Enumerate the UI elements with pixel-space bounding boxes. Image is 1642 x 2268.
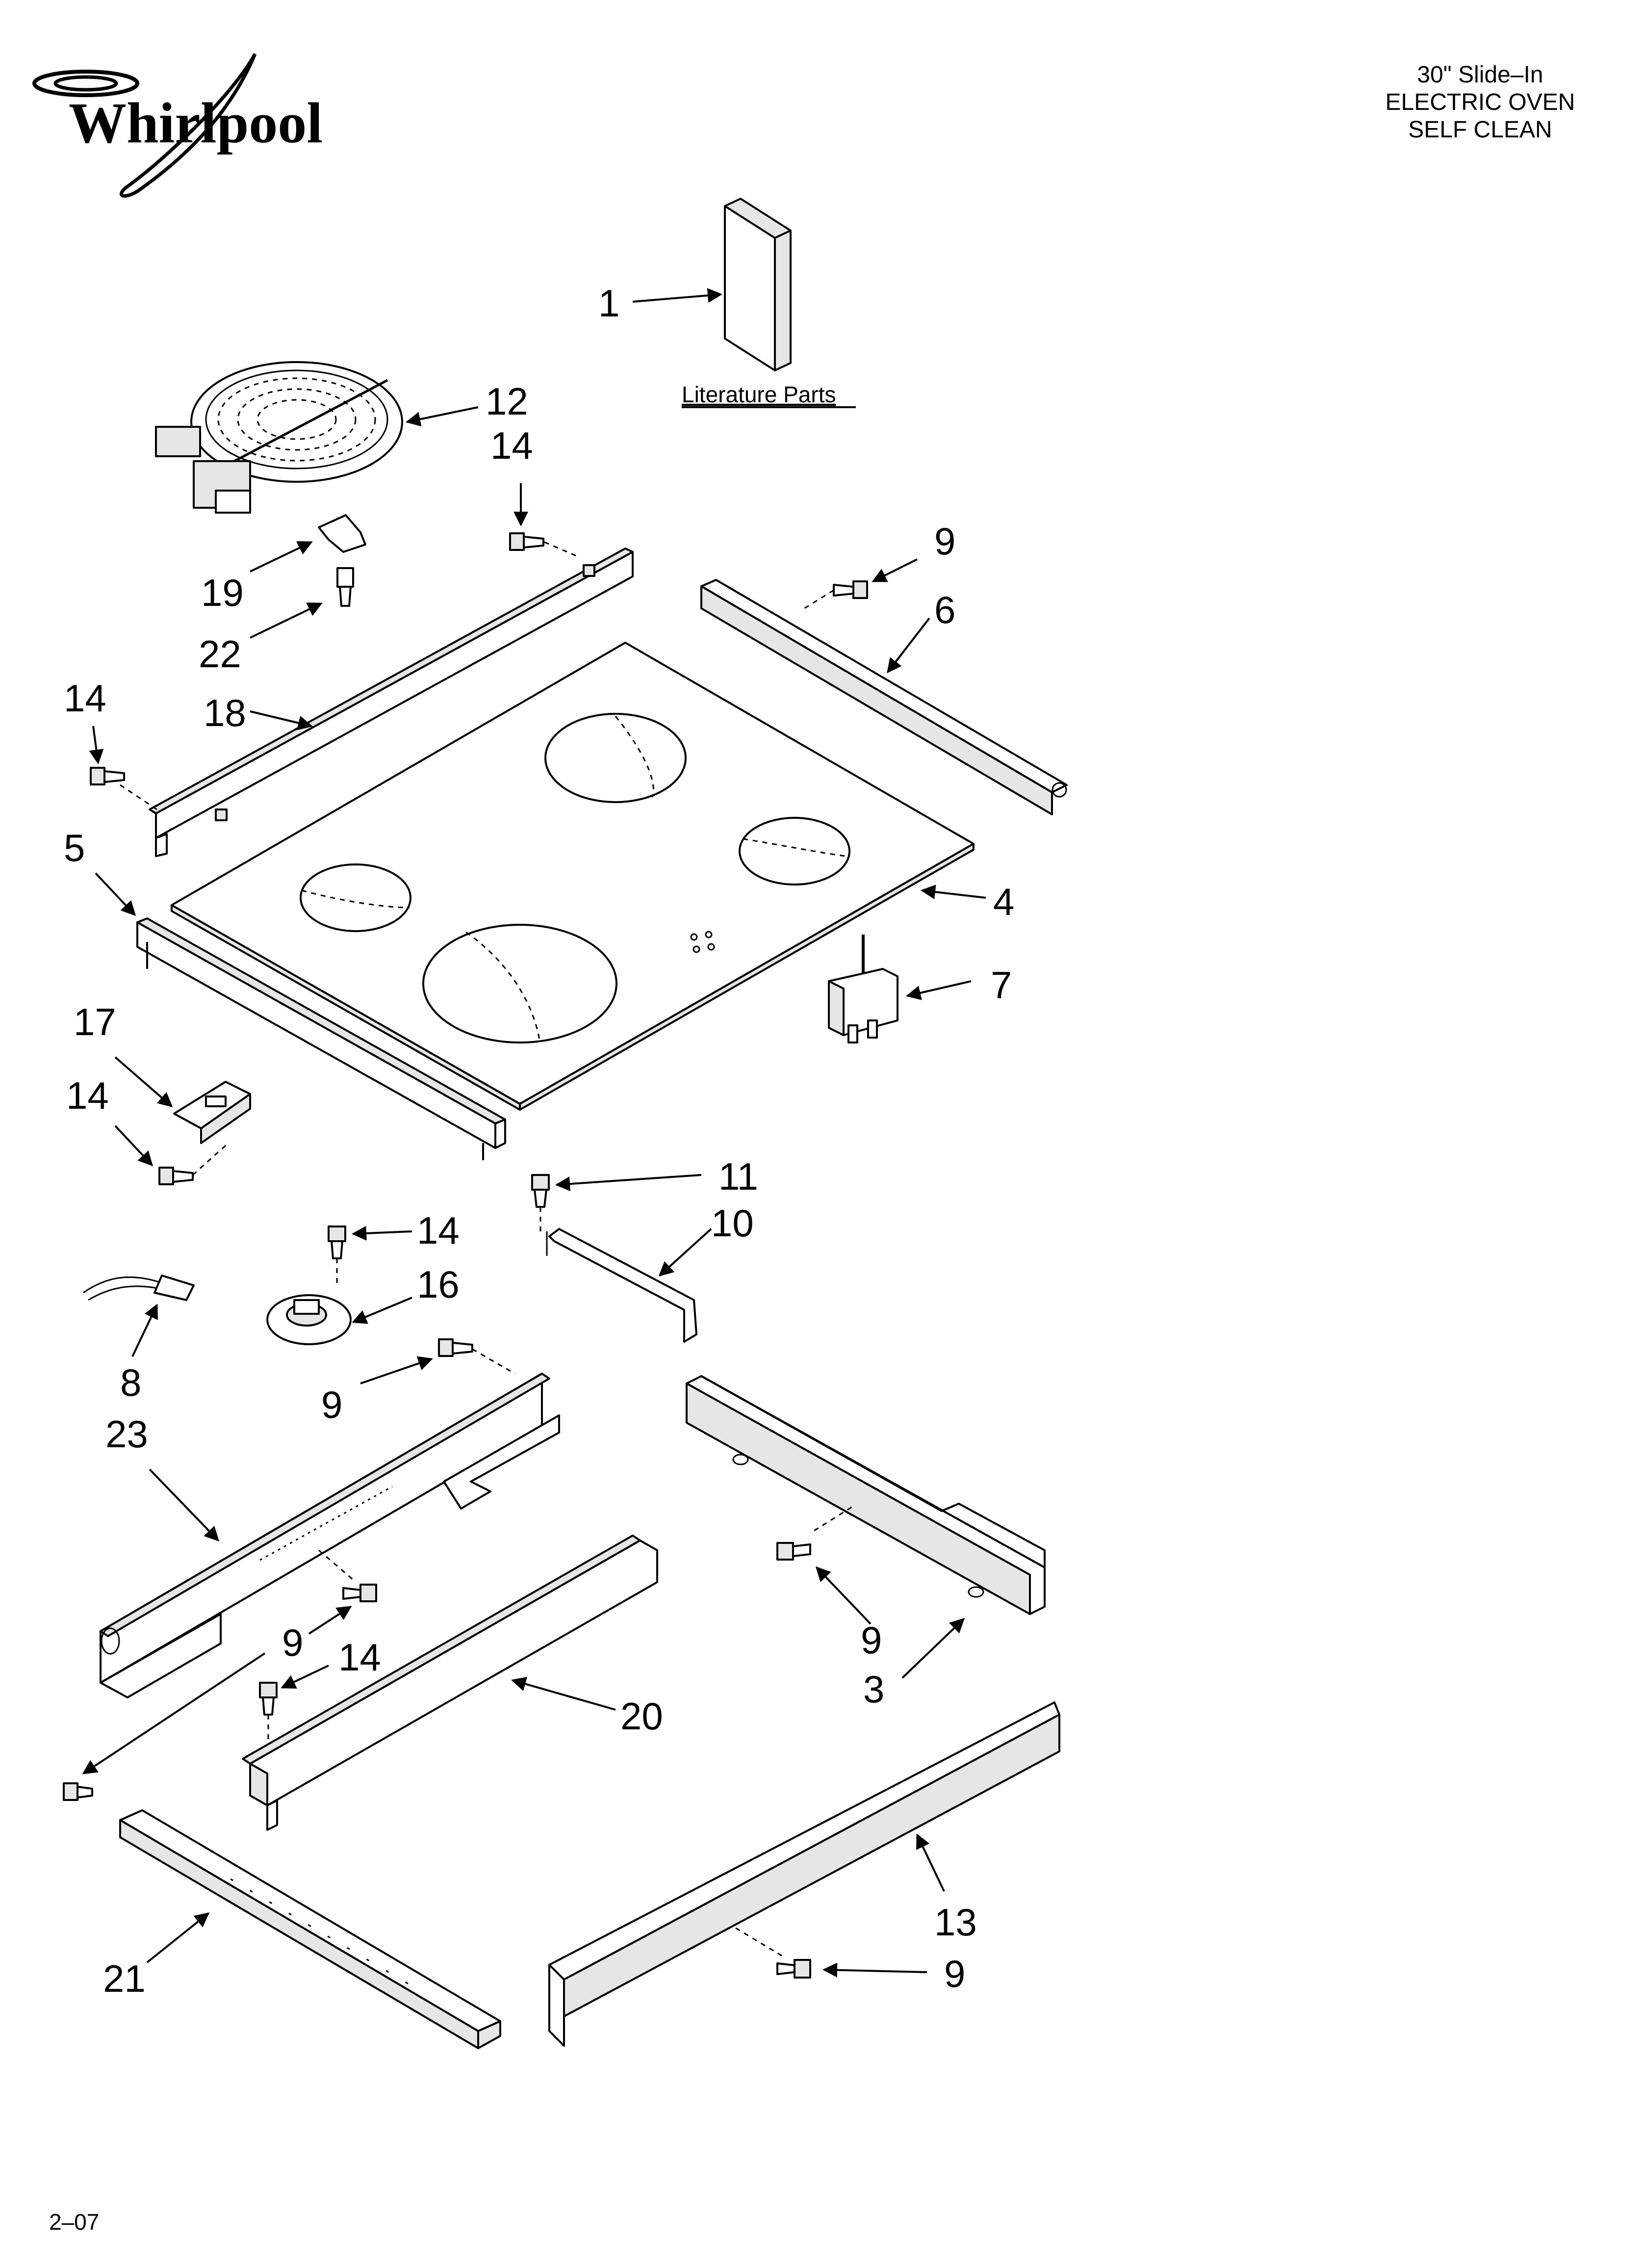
screw-9-lower-a [342,1584,377,1602]
glass-cooktop [171,642,975,1111]
callout-22: 22 [199,632,241,676]
callout-14-lower: 14 [338,1636,381,1679]
header-line-1: 30" Slide–In [1417,62,1543,88]
header-line-3: SELF CLEAN [1408,117,1552,143]
thermostat-16 [266,1294,352,1345]
screw-14-left [90,767,125,785]
callout-21: 21 [103,1957,146,2000]
screw-14-lower [259,1682,278,1739]
callout-20: 20 [620,1694,663,1738]
screw-14-center [328,1225,346,1285]
screw-9-bottom [776,1959,811,1979]
screw-22 [336,567,354,607]
radiant-element [155,361,403,514]
callout-10: 10 [711,1201,754,1245]
front-support-20 [242,1535,658,1831]
screw-9-top [804,580,868,609]
side-trim-6 [700,579,1068,815]
toe-kick-21 [119,1809,501,2049]
bottom-trim-13 [548,1701,1060,2047]
callout-9-mid: 9 [321,1383,342,1426]
control-panel-bracket-23 [100,1373,560,1698]
callout-12: 12 [486,380,528,423]
header-line-2: ELECTRIC OVEN [1385,89,1575,115]
callout-14-mid: 14 [66,1074,109,1117]
screw-14-mid-left [158,1145,227,1185]
screw-14-top [509,532,579,558]
wire-harness-8 [83,1275,195,1301]
callout-11: 11 [718,1155,758,1198]
callout-1: 1 [598,282,619,325]
callout-9-lower: 9 [282,1621,303,1664]
switch-7 [828,935,898,1043]
callout-5: 5 [64,826,85,869]
callout-16: 16 [417,1263,460,1306]
callout-3: 3 [863,1668,884,1711]
callout-labels: 1 12 14 9 19 6 22 14 18 5 4 7 17 14 11 1… [64,282,1014,2000]
callout-14-center: 14 [417,1209,460,1252]
callout-9-top: 9 [934,520,955,563]
literature-parts-label: Literature Parts [682,382,836,407]
bracket-clip [318,514,366,553]
vent-slots [259,1486,393,1561]
leader-lines [82,288,986,1978]
callout-19: 19 [201,571,244,614]
callout-7: 7 [991,964,1012,1007]
rear-trim-18 [120,547,634,857]
whirlpool-logo: Whirlpool [32,53,323,198]
footer-date-code: 2–07 [49,2209,99,2235]
model-header: 30" Slide–In ELECTRIC OVEN SELF CLEAN [1385,62,1575,143]
screw-9-mid [438,1338,515,1375]
bracket-17 [173,1081,251,1144]
callout-13: 13 [934,1901,977,1944]
front-trim-5 [136,917,506,1160]
callout-14-top: 14 [490,424,533,467]
callout-17: 17 [74,1000,116,1043]
screw-11 [531,1174,550,1234]
screw-9-right [776,1542,811,1561]
callout-23: 23 [105,1412,148,1456]
callout-6: 6 [934,588,955,631]
callout-8: 8 [120,1361,141,1404]
callout-18: 18 [204,691,246,734]
screw-9-far-left [63,1782,93,1801]
callout-14-left: 14 [64,677,106,720]
bracket-10 [546,1228,697,1343]
callout-4: 4 [993,880,1014,923]
literature-booklet [724,198,792,371]
rear-support-3 [686,1375,1046,1615]
callout-9-right: 9 [861,1618,882,1662]
brand-name: Whirlpool [69,91,323,155]
callout-9-bottom: 9 [944,1952,965,1995]
